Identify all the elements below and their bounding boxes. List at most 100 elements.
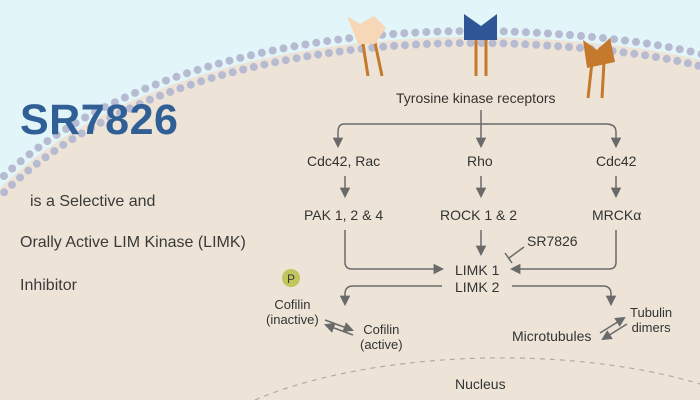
membrane-bead	[52, 130, 61, 139]
membrane-bead	[401, 41, 409, 50]
membrane-bead	[292, 54, 301, 63]
membrane-bead	[156, 91, 164, 100]
membrane-bead	[214, 59, 223, 68]
membrane-bead	[96, 118, 105, 127]
membrane-bead	[389, 30, 398, 38]
membrane-bead	[335, 47, 344, 56]
membrane-bead	[16, 173, 25, 182]
membrane-bead	[444, 39, 453, 48]
membrane-bead	[8, 180, 16, 189]
membrane-bead	[334, 35, 343, 44]
equilibrium-cofilin	[324, 319, 354, 333]
membrane-bead	[675, 45, 684, 54]
membrane-bead	[68, 135, 77, 144]
membrane-bead	[260, 60, 269, 69]
arrow-limk-to-cofilin	[339, 285, 442, 307]
membrane-bead	[0, 188, 9, 197]
membrane-bead	[521, 40, 530, 49]
membrane-bead	[673, 56, 682, 65]
node-mrck: MRCKα	[592, 207, 642, 223]
membrane-bead	[281, 56, 290, 65]
membrane-bead	[521, 28, 530, 37]
membrane-bead	[197, 77, 206, 86]
membrane-bead	[422, 40, 431, 48]
membrane-bead	[268, 46, 277, 55]
membrane-bead	[24, 166, 33, 175]
description-line-1: is a Selective and	[30, 193, 156, 210]
membrane-bead	[455, 39, 464, 48]
membrane-bead	[400, 29, 409, 38]
membrane-bead	[43, 137, 52, 146]
membrane-bead	[683, 59, 692, 68]
membrane-bead	[0, 172, 8, 180]
membrane-bead	[599, 34, 607, 42]
membrane-bead	[566, 31, 574, 39]
description-line-2: Orally Active LIM Kinase (LIMK)	[20, 234, 246, 251]
membrane-bead	[100, 103, 109, 112]
membrane-bead	[630, 49, 639, 58]
membrane-bead	[247, 51, 255, 60]
membrane-bead	[314, 50, 323, 59]
membrane-bead	[345, 34, 354, 43]
membrane-bead	[176, 84, 185, 93]
microtubules-label: Microtubules	[512, 328, 592, 344]
svg-text:P: P	[287, 272, 295, 286]
membrane-bead	[71, 119, 80, 128]
membrane-bead	[125, 104, 134, 113]
membrane-bead	[228, 68, 237, 77]
membrane-bead	[106, 113, 115, 122]
tubulin-dimers-label: Tubulin dimers	[630, 305, 672, 335]
membrane-bead	[532, 40, 541, 49]
membrane-bead	[662, 54, 671, 63]
membrane-bead	[554, 42, 563, 51]
membrane-bead	[697, 50, 700, 58]
membrane-bead	[455, 27, 464, 36]
arrow-pak-to-limk	[344, 230, 445, 275]
membrane-bead	[379, 42, 388, 51]
membrane-bead	[412, 40, 420, 49]
cofilin-inactive-label: Cofilin (inactive)	[266, 297, 319, 327]
membrane-bead	[686, 47, 695, 56]
membrane-bead	[576, 43, 584, 52]
cofilin-active-label: Cofilin (active)	[360, 322, 403, 352]
membrane-bead	[162, 76, 170, 85]
nucleus-label: Nucleus	[455, 376, 506, 392]
membrane-bead	[632, 37, 640, 46]
membrane-bead	[183, 69, 191, 78]
membrane-bead	[324, 49, 333, 57]
membrane-bead	[543, 41, 552, 50]
inhibition-icon	[504, 252, 513, 264]
membrane-bead	[290, 42, 299, 51]
compound-title: SR7826	[20, 96, 179, 144]
membrane-bead	[236, 53, 245, 62]
membrane-bead	[186, 80, 195, 89]
membrane-bead	[488, 39, 497, 48]
membrane-bead	[116, 109, 124, 117]
equilibrium-tubulin	[601, 323, 628, 341]
membrane-bead	[621, 36, 629, 45]
membrane-bead	[444, 27, 453, 36]
arrow-receptors-to-cdc42-rac	[332, 123, 348, 149]
membrane-bead	[499, 27, 508, 36]
membrane-bead	[87, 124, 96, 132]
membrane-bead	[651, 53, 660, 61]
membrane-bead	[151, 80, 160, 89]
membrane-bead	[135, 100, 144, 108]
arrow-receptors-to-cdc42	[605, 123, 622, 149]
receptor-icon	[583, 38, 615, 99]
node-tyrosine-kinase-receptors: Tyrosine kinase receptors	[396, 90, 556, 106]
membrane-bead	[279, 44, 288, 53]
node-cdc42-rac: Cdc42, Rac	[307, 153, 381, 169]
receptor-icon	[347, 16, 386, 77]
cofilin-active-state: (active)	[360, 337, 403, 352]
membrane-bead	[91, 108, 99, 117]
cofilin-inactive-state: (inactive)	[266, 312, 319, 327]
membrane-bead	[543, 29, 552, 38]
node-rho: Rho	[467, 153, 493, 169]
membrane-bead	[41, 153, 50, 162]
membrane-bead	[207, 74, 216, 83]
membrane-bead	[312, 38, 321, 47]
membrane-bead	[323, 37, 332, 46]
membrane-bead	[588, 32, 596, 41]
